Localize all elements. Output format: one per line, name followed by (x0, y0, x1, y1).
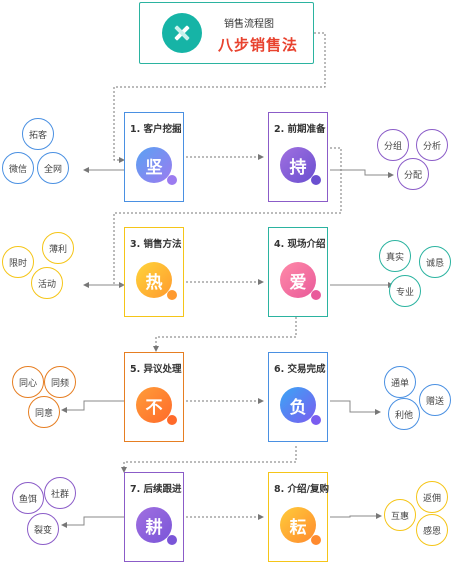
step-card-5: 5. 异议处理不 (124, 352, 184, 442)
tag-bubble-g5-3: 同意 (28, 396, 60, 428)
blob-ear-decoration (167, 175, 177, 185)
step-character: 耕 (136, 507, 172, 543)
tag-bubble-g1-1: 拓客 (22, 118, 54, 150)
step-card-2: 2. 前期准备持 (268, 112, 328, 202)
blob-ear-decoration (311, 290, 321, 300)
step-label: 4. 现场介绍 (274, 239, 326, 250)
step-card-4: 4. 现场介绍爱 (268, 227, 328, 317)
step-card-3: 3. 销售方法热 (124, 227, 184, 317)
title-box: 销售流程图 八步销售法 (139, 2, 314, 64)
diagram-subtitle: 销售流程图 (224, 19, 274, 30)
tag-bubble-g6-1: 通单 (384, 366, 416, 398)
pencil-ruler-icon (162, 13, 202, 53)
step-character: 负 (280, 387, 316, 423)
tag-bubble-g8-1: 返佣 (416, 481, 448, 513)
tag-bubble-g6-3: 利他 (388, 398, 420, 430)
step-label: 8. 介绍/复购 (274, 484, 329, 495)
step-label: 5. 异议处理 (130, 364, 182, 375)
step-card-8: 8. 介绍/复购耘 (268, 472, 329, 562)
tag-bubble-g6-2: 赠送 (419, 384, 451, 416)
tag-bubble-g3-2: 限时 (2, 246, 34, 278)
tag-bubble-g8-3: 感恩 (416, 514, 448, 546)
tag-bubble-g5-2: 同频 (44, 366, 76, 398)
tag-bubble-g4-1: 真实 (379, 240, 411, 272)
step-label: 2. 前期准备 (274, 124, 326, 135)
tag-bubble-g7-1: 鱼饵 (12, 482, 44, 514)
step-label: 3. 销售方法 (130, 239, 182, 250)
blob-ear-decoration (167, 290, 177, 300)
tag-bubble-g2-3: 分配 (397, 158, 429, 190)
tag-bubble-g3-1: 薄利 (42, 232, 74, 264)
blob-ear-decoration (311, 415, 321, 425)
step-label: 1. 客户挖掘 (130, 124, 182, 135)
tag-bubble-g1-2: 微信 (2, 152, 34, 184)
tag-bubble-g4-3: 专业 (389, 275, 421, 307)
step-character: 耘 (280, 507, 316, 543)
tag-bubble-g8-2: 互惠 (384, 499, 416, 531)
tag-bubble-g7-3: 裂变 (27, 513, 59, 545)
tag-bubble-g2-1: 分组 (377, 129, 409, 161)
tag-bubble-g2-2: 分析 (416, 129, 448, 161)
step-card-7: 7. 后续跟进耕 (124, 472, 184, 562)
step-character: 坚 (136, 147, 172, 183)
diagram-title: 八步销售法 (218, 36, 299, 54)
step-label: 7. 后续跟进 (130, 484, 182, 495)
tag-bubble-g3-3: 活动 (31, 267, 63, 299)
step-character: 不 (136, 387, 172, 423)
blob-ear-decoration (311, 535, 321, 545)
tag-bubble-g4-2: 诚恳 (419, 246, 451, 278)
tag-bubble-g1-3: 全网 (37, 152, 69, 184)
step-card-6: 6. 交易完成负 (268, 352, 328, 442)
blob-ear-decoration (167, 415, 177, 425)
step-label: 6. 交易完成 (274, 364, 326, 375)
tag-bubble-g5-1: 同心 (12, 366, 44, 398)
step-character: 爱 (280, 262, 316, 298)
step-character: 热 (136, 262, 172, 298)
step-character: 持 (280, 147, 316, 183)
tag-bubble-g7-2: 社群 (44, 477, 76, 509)
blob-ear-decoration (167, 535, 177, 545)
blob-ear-decoration (311, 175, 321, 185)
step-card-1: 1. 客户挖掘坚 (124, 112, 184, 202)
